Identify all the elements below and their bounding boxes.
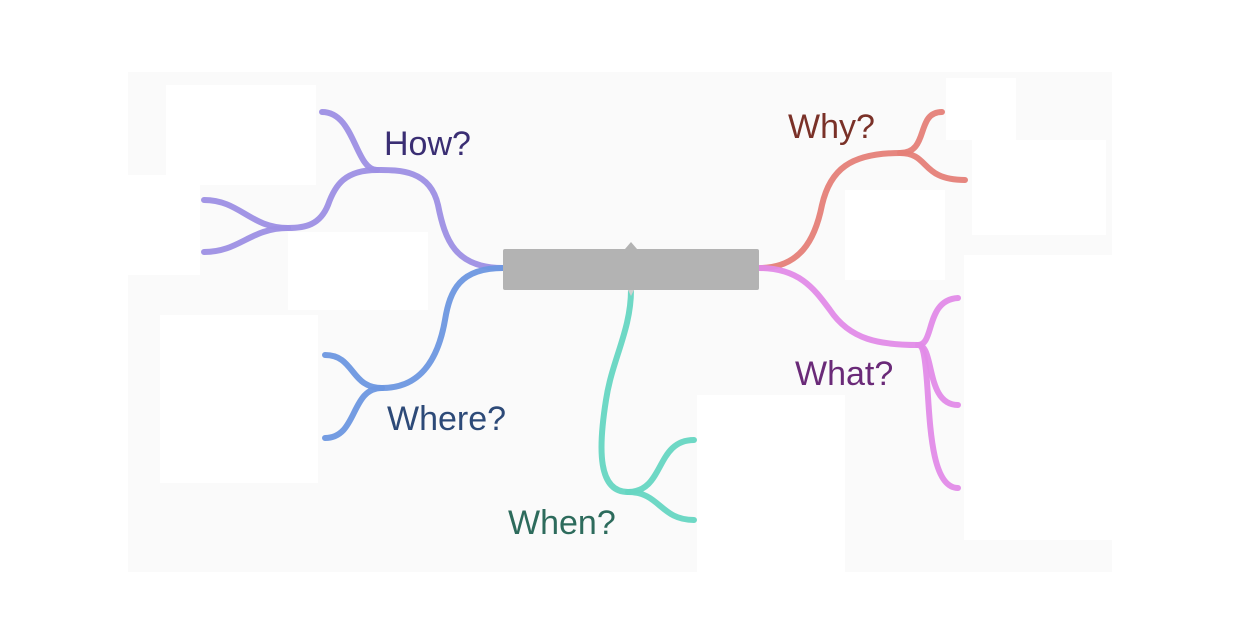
branch-where-link bbox=[379, 265, 506, 391]
central-node-box[interactable] bbox=[503, 249, 759, 290]
branch-how: How? bbox=[201, 109, 506, 271]
collapse-up-marker bbox=[625, 242, 637, 249]
branch-how-label: How? bbox=[384, 125, 471, 163]
branch-when-link bbox=[625, 489, 697, 523]
empty-panel bbox=[288, 232, 428, 310]
collapse-down-marker bbox=[628, 290, 634, 296]
branch-where-label: Where? bbox=[387, 400, 506, 438]
central-node[interactable] bbox=[503, 242, 759, 296]
branch-why-label: Why? bbox=[788, 108, 875, 146]
empty-panel bbox=[697, 395, 845, 572]
branch-what-link bbox=[756, 265, 921, 348]
branch-what-label: What? bbox=[795, 355, 893, 393]
branch-how-link bbox=[285, 167, 380, 231]
empty-panel bbox=[946, 78, 1016, 140]
empty-panel bbox=[964, 255, 1112, 540]
branch-why: Why? bbox=[756, 108, 968, 271]
empty-panel bbox=[972, 140, 1106, 235]
branch-when-label: When? bbox=[508, 504, 616, 542]
branch-why-link bbox=[897, 150, 968, 183]
empty-panel bbox=[845, 190, 945, 280]
branch-when: When? bbox=[508, 287, 697, 542]
branch-how-link bbox=[374, 167, 506, 271]
branch-why-link bbox=[756, 150, 903, 271]
branch-where-link bbox=[322, 385, 385, 441]
branch-what: What? bbox=[756, 265, 961, 491]
branch-what-link bbox=[915, 342, 961, 491]
branch-when-link bbox=[625, 437, 697, 495]
empty-panel bbox=[160, 315, 318, 483]
branch-how-link bbox=[201, 225, 291, 255]
empty-panel bbox=[128, 175, 200, 275]
branch-when-link bbox=[598, 287, 634, 495]
branch-where: Where? bbox=[322, 265, 506, 441]
empty-panel bbox=[166, 85, 316, 185]
